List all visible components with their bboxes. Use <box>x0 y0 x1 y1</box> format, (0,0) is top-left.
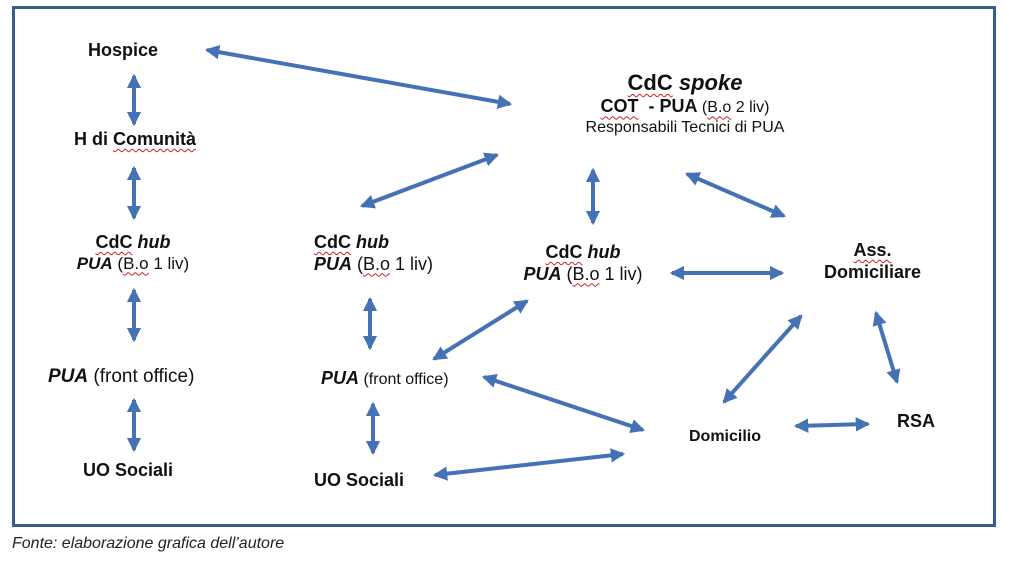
hub3-cdc: CdC <box>545 242 583 262</box>
spoke-word: spoke <box>672 70 743 95</box>
arrow-hub3-pua2 <box>432 299 529 361</box>
arrow-spoke-ass <box>685 172 786 218</box>
pua1-rest: (front office) <box>88 366 195 387</box>
node-cdc-hub-2: CdC hub PUA (B.o 1 liv) <box>314 232 433 275</box>
node-h-comunita: H di Comunità <box>74 129 196 151</box>
node-uo-sociali-2: UO Sociali <box>314 470 405 490</box>
hub2-pua: PUA <box>314 253 353 274</box>
node-cdc-hub-3: CdC hub PUA (B.o 1 liv) <box>503 242 663 285</box>
spoke-dash: - <box>638 96 660 117</box>
h-comunita-word: Comunità <box>113 129 196 149</box>
node-hospice: Hospice <box>88 40 159 60</box>
arrow-domicilio-rsa <box>793 417 871 433</box>
hub2-word: hub <box>351 232 389 252</box>
hub3-bo: B.o <box>572 263 600 284</box>
hub1-paren-open: ( <box>112 253 124 273</box>
hub3-paren-rest: 1 liv) <box>599 263 643 284</box>
arrow-pua2-domicilio <box>481 374 646 433</box>
spoke-responsabili: Responsabili Tecnici di PUA <box>585 118 785 136</box>
hub2-paren-rest: 1 liv) <box>390 253 434 274</box>
node-rsa: RSA <box>897 411 936 431</box>
node-cdc-spoke: CdC spoke COT - PUA (B.o 2 liv) Responsa… <box>545 70 825 137</box>
hub1-pua: PUA <box>76 253 113 273</box>
ass-label: Ass. <box>853 240 892 260</box>
arrow-hospice-spoke <box>204 45 513 109</box>
pua1-pua: PUA <box>48 366 89 387</box>
hub1-bo: B.o <box>123 253 149 273</box>
node-cdc-hub-1: CdC hub PUA (B.o 1 liv) <box>48 232 218 274</box>
arrow-spoke-hub2 <box>359 152 500 209</box>
h-comunita-prefix: H di <box>74 129 113 149</box>
hub3-word: hub <box>582 242 621 262</box>
hub3-paren-open: ( <box>561 263 573 284</box>
node-domicilio: Domicilio <box>689 428 762 445</box>
pua2-pua: PUA <box>321 368 360 388</box>
diagram-frame <box>12 6 996 527</box>
arrow-ass-rsa <box>872 310 901 385</box>
spoke-paren-open: ( <box>697 99 708 117</box>
hub1-cdc: CdC <box>95 232 133 252</box>
hub3-pua: PUA <box>523 263 562 284</box>
spoke-cot: COT <box>600 96 639 117</box>
spoke-cdc: CdC <box>627 70 673 95</box>
node-ass-domiciliare: Ass. Domiciliare <box>805 240 940 283</box>
arrow-uo2-domicilio <box>432 448 626 481</box>
hub1-word: hub <box>132 232 171 252</box>
hub1-paren-rest: 1 liv) <box>148 253 190 273</box>
node-pua-front-office-1: PUA (front office) <box>48 366 194 389</box>
hub2-bo: B.o <box>363 253 391 274</box>
spoke-paren-rest: 2 liv) <box>731 99 770 117</box>
source-caption: Fonte: elaborazione grafica dell’autore <box>12 535 285 552</box>
hub2-cdc: CdC <box>314 232 351 252</box>
arrow-ass-domicilio <box>722 314 803 404</box>
hub2-paren-open: ( <box>352 253 364 274</box>
node-uo-sociali-1: UO Sociali <box>83 460 174 480</box>
domiciliare-label: Domiciliare <box>823 261 922 282</box>
pua2-rest: (front office) <box>359 371 449 388</box>
node-pua-front-office-2: PUA (front office) <box>321 368 449 390</box>
spoke-pua: PUA <box>659 96 698 117</box>
spoke-bo: B.o <box>707 99 732 117</box>
